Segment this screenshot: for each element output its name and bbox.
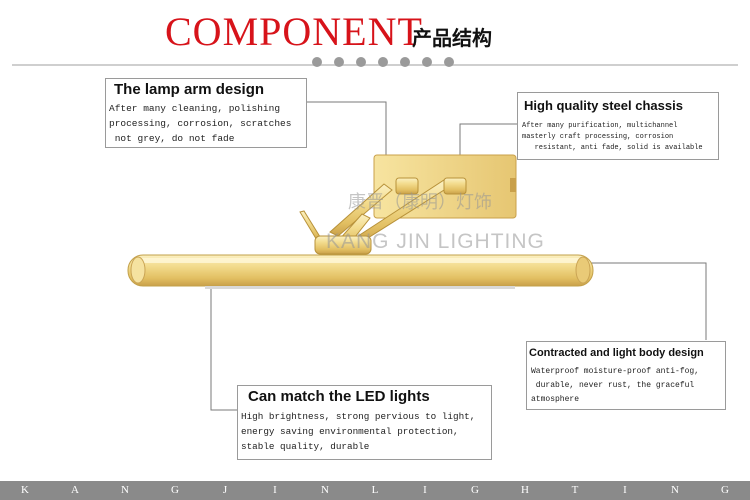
footer-letter: L xyxy=(371,484,379,496)
callout-leader-lines xyxy=(210,101,707,411)
footer-letter: G xyxy=(721,484,729,496)
footer-letter: I xyxy=(423,484,427,496)
footer-letter: I xyxy=(623,484,627,496)
footer-letter: N xyxy=(321,484,329,496)
page-title: COMPONENT xyxy=(165,9,423,54)
footer-letter: I xyxy=(273,484,277,496)
header-dot xyxy=(356,57,366,67)
footer-letter: H xyxy=(521,484,529,496)
watermark-english: KANG JIN LIGHTING xyxy=(326,230,545,253)
callout-steel-chassis: High quality steel chassis After many pu… xyxy=(517,92,719,160)
header-dot xyxy=(312,57,322,67)
callout-light-body: Contracted and light body design Waterpr… xyxy=(526,341,726,410)
footer-letter: G xyxy=(171,484,179,496)
footer-letter: T xyxy=(571,484,579,496)
callout-title: The lamp arm design xyxy=(114,81,265,98)
header-divider xyxy=(12,64,738,66)
callout-title: Contracted and light body design xyxy=(529,347,704,359)
header-dot xyxy=(334,57,344,67)
callout-led-lights: Can match the LED lights High brightness… xyxy=(237,385,492,460)
callout-title: Can match the LED lights xyxy=(248,388,430,405)
callout-title: High quality steel chassis xyxy=(524,98,683,113)
footer-letter: J xyxy=(222,484,228,496)
header-dot xyxy=(378,57,388,67)
callout-lamp-arm: The lamp arm design After many cleaning,… xyxy=(105,78,307,148)
header-dot xyxy=(400,57,410,67)
header-dot xyxy=(444,57,454,67)
footer-letter: N xyxy=(121,484,129,496)
lamp-tube xyxy=(127,254,594,289)
callout-description: Waterproof moisture-proof anti-fog, dura… xyxy=(531,367,700,404)
callout-description: After many purification, multichannel ma… xyxy=(522,122,703,152)
footer-letter: N xyxy=(671,484,679,496)
callout-description: After many cleaning, polishing processin… xyxy=(109,103,292,144)
footer-letter: K xyxy=(21,484,29,496)
watermark-chinese: 康晋（康明）灯饰 xyxy=(348,192,492,213)
lamp-arm xyxy=(299,177,467,255)
page-title-chinese: 产品结构 xyxy=(412,26,492,50)
callout-description: High brightness, strong pervious to ligh… xyxy=(241,411,476,452)
header-dot xyxy=(422,57,432,67)
footer-letter: G xyxy=(471,484,479,496)
header-dots xyxy=(312,57,454,67)
footer-letter: A xyxy=(71,484,79,496)
